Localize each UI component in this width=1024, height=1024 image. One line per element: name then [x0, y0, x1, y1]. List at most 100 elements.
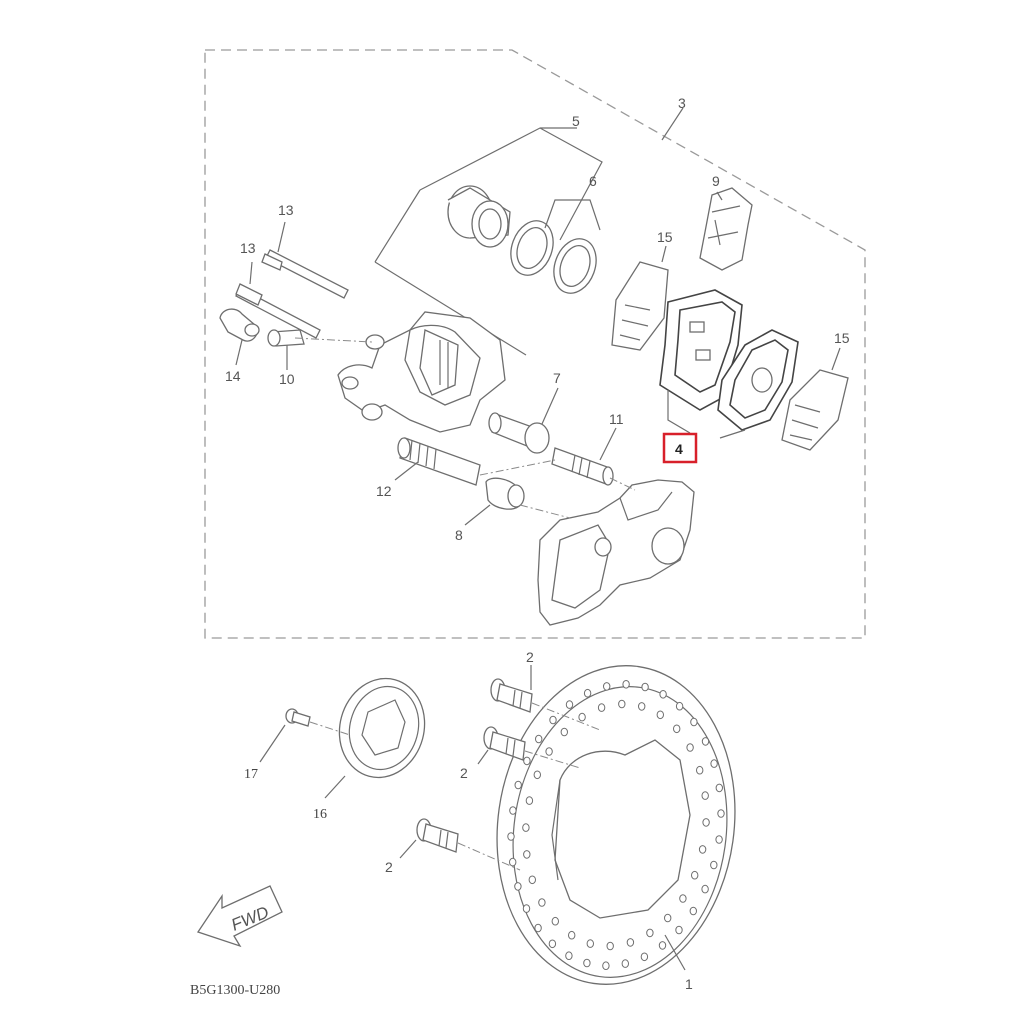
screw-axis: [309, 721, 351, 736]
disc-hole: [673, 724, 681, 734]
disc-hole: [641, 682, 649, 692]
disc-hole: [626, 938, 635, 947]
leader-13-low: [249, 261, 253, 285]
caliper-piston-part[interactable]: [447, 185, 511, 248]
callout-8: 8: [455, 527, 463, 543]
callout-15-right: 15: [834, 330, 850, 346]
disc-hole: [560, 727, 568, 737]
leader-4: [667, 390, 746, 439]
disc-bolt-mid-part[interactable]: [483, 726, 526, 761]
leader-6: [544, 199, 601, 231]
leader-17: [259, 724, 286, 763]
leader-9: [716, 191, 723, 201]
disc-hole: [715, 835, 723, 844]
disc-bolt-axis-1: [531, 702, 601, 731]
leader-2-low: [399, 839, 417, 859]
bleed-cap-part[interactable]: [219, 308, 260, 342]
disc-hole: [565, 700, 574, 709]
callout-14: 14: [225, 368, 241, 384]
callout-7: 7: [553, 370, 561, 386]
axis-line-1: [294, 337, 373, 343]
brake-pad-right-part[interactable]: [717, 329, 799, 431]
disc-hole: [702, 818, 710, 827]
disc-bolt-axis-3: [457, 842, 521, 871]
rotor-screw-part[interactable]: [285, 708, 311, 727]
callout-4: 4: [675, 441, 683, 457]
disc-hole: [538, 898, 546, 907]
disc-hole: [568, 930, 576, 940]
disc-hole: [710, 860, 718, 870]
callout-13-low: 13: [240, 240, 256, 256]
leader-8: [464, 504, 491, 526]
callout-9: 9: [712, 173, 720, 189]
disc-hole: [640, 952, 649, 962]
disc-hole: [710, 759, 718, 768]
callout-4-highlighted[interactable]: 4: [662, 432, 698, 464]
disc-holes: [507, 680, 725, 971]
disc-hole: [565, 951, 573, 961]
callout-15-left: 15: [657, 229, 673, 245]
slide-pin-part[interactable]: [235, 249, 349, 339]
callout-3: 3: [678, 95, 686, 111]
sensor-rotor-part[interactable]: [328, 669, 435, 787]
bleed-screw-part[interactable]: [267, 329, 305, 347]
disc-bolt-top-part[interactable]: [490, 678, 533, 713]
disc-hole: [675, 701, 684, 711]
pin-boot-part[interactable]: [485, 477, 525, 510]
disc-hole: [696, 765, 704, 775]
disc-hole: [522, 823, 530, 832]
callout-12: 12: [376, 483, 392, 499]
disc-hole: [603, 682, 611, 691]
caliper-bolt-part[interactable]: [397, 437, 481, 486]
caliper-body-part[interactable]: [337, 311, 506, 433]
leader-11: [599, 427, 617, 461]
disc-hole: [606, 941, 614, 951]
guide-pin-part[interactable]: [551, 447, 614, 486]
disc-hole: [528, 875, 536, 885]
disc-hole: [675, 925, 683, 935]
sleeve-boot-part[interactable]: [488, 412, 550, 454]
disc-hole: [638, 702, 646, 711]
disc-hole: [509, 806, 517, 815]
leader-15-right: [831, 347, 841, 371]
disc-hole: [523, 850, 531, 859]
pad-shim-right-part[interactable]: [781, 369, 849, 451]
leader-5-rail: [374, 261, 527, 356]
disc-hole: [686, 743, 694, 752]
disc-hole: [534, 923, 542, 933]
diagram-reference-code: B5G1300-U280: [190, 983, 280, 998]
pad-shim-left-part[interactable]: [611, 261, 669, 351]
leader-16: [324, 775, 346, 799]
disc-hole: [701, 737, 710, 746]
callout-16: 16: [313, 807, 327, 822]
disc-hole: [597, 703, 606, 712]
disc-hole: [507, 832, 515, 841]
disc-hole: [522, 904, 531, 913]
caliper-bracket-part[interactable]: [537, 479, 695, 626]
axis-line-4: [609, 477, 636, 491]
disc-hole: [621, 959, 629, 968]
forward-direction-arrow: FWD: [196, 885, 283, 948]
disc-bolt-axis-2: [524, 750, 581, 769]
disc-hole: [656, 710, 664, 720]
callout-6: 6: [589, 173, 597, 189]
disc-hole: [548, 939, 557, 949]
brake-disc-part[interactable]: [477, 650, 755, 1000]
leader-1: [664, 934, 686, 971]
callout-2-top: 2: [526, 649, 534, 665]
callout-11: 11: [609, 411, 624, 427]
disc-hole: [715, 783, 723, 793]
leader-7: [541, 387, 559, 425]
disc-bolt-low-part[interactable]: [416, 818, 459, 853]
disc-hole: [690, 717, 698, 727]
disc-hole: [549, 715, 557, 725]
disc-hole: [602, 961, 610, 971]
pad-spring-part[interactable]: [699, 187, 753, 271]
leader-14: [235, 339, 243, 366]
piston-seal-part[interactable]: [504, 215, 604, 299]
axis-line-3: [519, 504, 571, 519]
disc-hole: [679, 894, 687, 903]
caliper-assembly-boundary: [204, 49, 866, 639]
disc-hole: [535, 734, 543, 744]
disc-hole: [646, 928, 654, 938]
